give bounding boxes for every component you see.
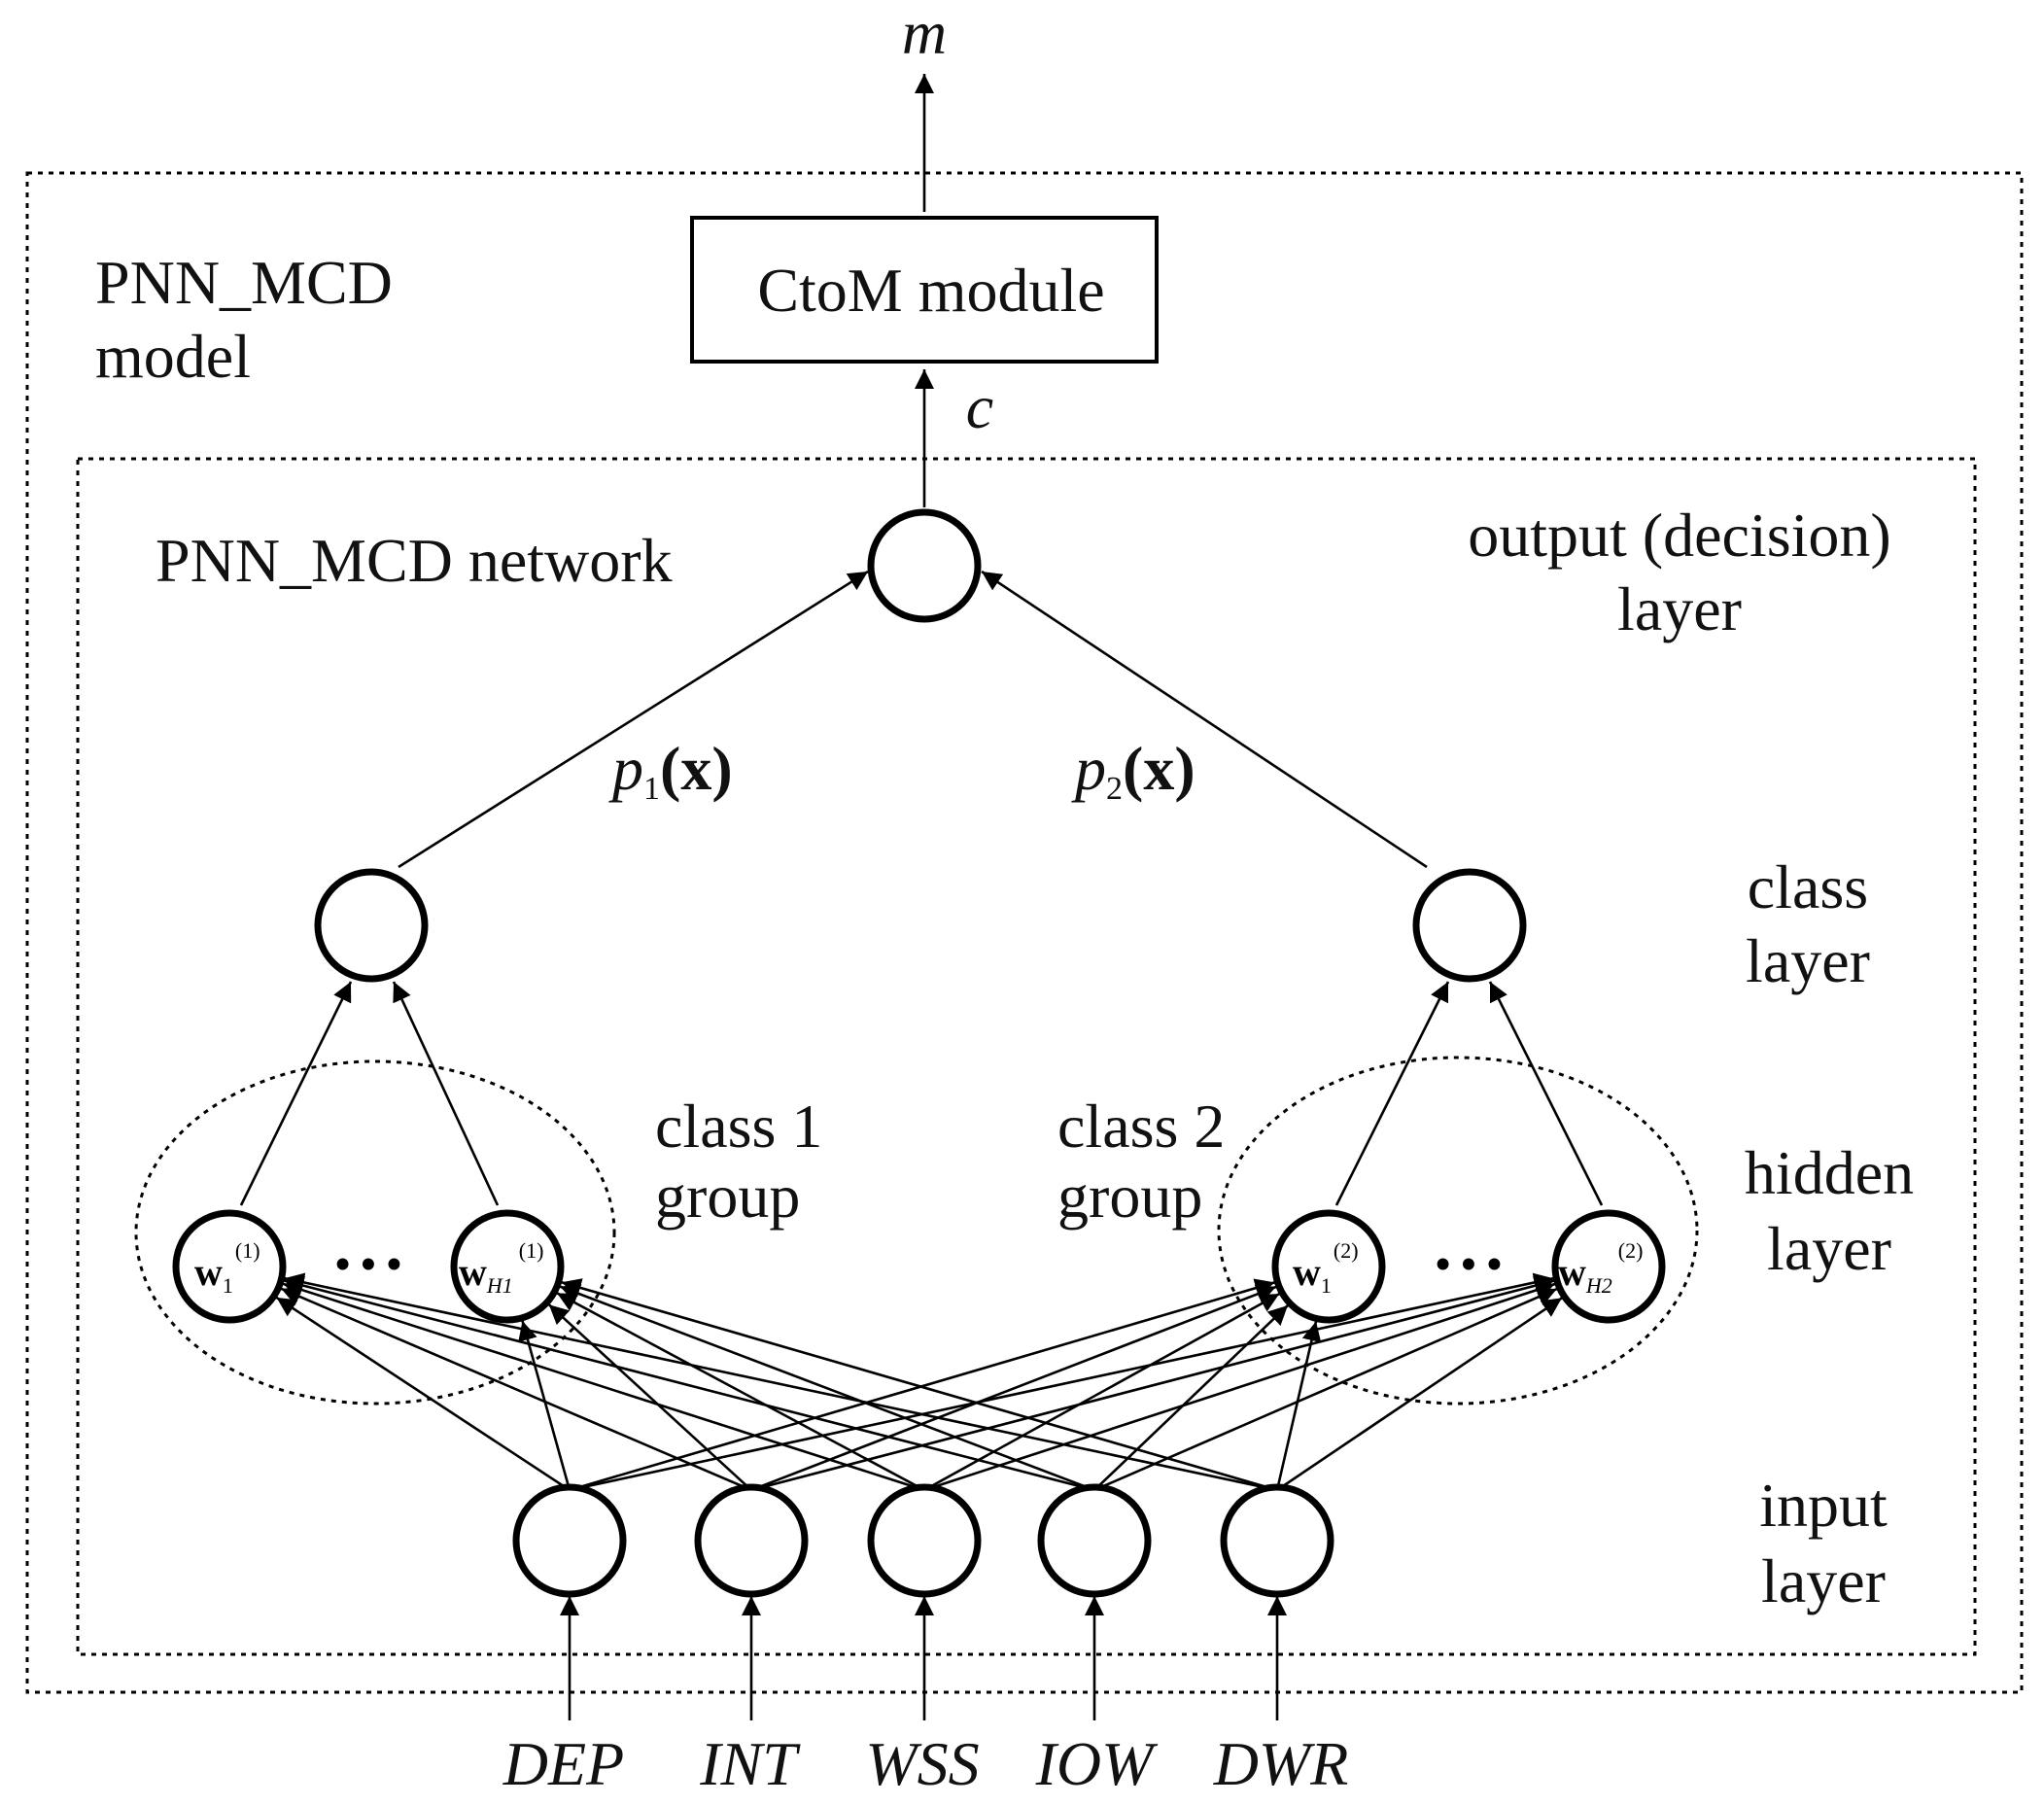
class2-group-label-line1: class 2 bbox=[1057, 1092, 1225, 1161]
edge-hH2-to-class2 bbox=[1488, 981, 1604, 1206]
edge-input1-to-hidden2 bbox=[518, 1320, 572, 1491]
edge-input3-to-hidden2 bbox=[556, 1292, 925, 1492]
hidden-node-w1-2 bbox=[1271, 1209, 1386, 1324]
hidden-layer-label-line1: hidden bbox=[1745, 1138, 1914, 1207]
edge-class2-to-output bbox=[981, 570, 1428, 869]
edge-input5-to-hidden3 bbox=[1275, 1321, 1322, 1491]
edge-input4-to-hidden3 bbox=[1093, 1304, 1289, 1491]
class-layer-label-line1: class bbox=[1748, 852, 1868, 921]
edge-input5-to-hidden2 bbox=[561, 1278, 1278, 1492]
input-node-iow bbox=[1037, 1483, 1152, 1598]
edge-input5-to-hidden4 bbox=[1276, 1297, 1563, 1492]
edge-input5-to-hidden1 bbox=[284, 1272, 1278, 1492]
input-label-wss: WSS bbox=[865, 1729, 979, 1798]
input-to-hidden-edges bbox=[275, 1272, 1563, 1492]
class2-ellipsis: • • • bbox=[1436, 1240, 1502, 1288]
class1-group-label-line1: class 1 bbox=[655, 1092, 822, 1161]
input-label-int: INT bbox=[699, 1729, 801, 1798]
input-node-int bbox=[694, 1483, 809, 1598]
model-title-line2: model bbox=[95, 322, 251, 391]
model-title-line1: PNN_MCD bbox=[95, 248, 393, 317]
network-boundary bbox=[76, 457, 1977, 1656]
hidden-label-w1-1: w1(1) bbox=[194, 1238, 260, 1298]
input-label-iow: IOW bbox=[1035, 1729, 1160, 1798]
hidden-layer-label-line2: layer bbox=[1767, 1214, 1891, 1283]
input-node-dwr bbox=[1220, 1483, 1334, 1598]
ctom-module-box bbox=[690, 216, 1159, 364]
class-layer-label-line2: layer bbox=[1746, 926, 1870, 995]
edge-input2-to-hidden4 bbox=[750, 1275, 1555, 1492]
edge-input3-to-hidden4 bbox=[923, 1280, 1556, 1492]
input-label-dep: DEP bbox=[502, 1729, 624, 1798]
edge-input3-to-hidden3 bbox=[923, 1292, 1280, 1492]
class1-node bbox=[314, 868, 429, 983]
class2-node bbox=[1412, 868, 1527, 983]
edge-input2-to-hidden3 bbox=[750, 1284, 1277, 1492]
class2-group-ellipse bbox=[1217, 1056, 1699, 1406]
input-label-dwr: DWR bbox=[1213, 1729, 1349, 1798]
edge-class1-to-output bbox=[398, 570, 869, 869]
network-title: PNN_MCD network bbox=[156, 526, 673, 595]
input-nodes bbox=[512, 1483, 1334, 1598]
edge-input1-to-hidden1 bbox=[275, 1296, 571, 1492]
edge-hH1-to-class1 bbox=[392, 981, 500, 1206]
edge-input4-to-hidden4 bbox=[1093, 1287, 1558, 1492]
input-node-dep bbox=[512, 1483, 627, 1598]
hidden-label-wH1-1: wH1(1) bbox=[459, 1238, 543, 1298]
edge-input4-to-hidden2 bbox=[559, 1284, 1095, 1492]
output-layer-label-line1: output (decision) bbox=[1468, 501, 1890, 570]
p1-label: p1(x) bbox=[608, 734, 733, 807]
output-layer-label-line2: layer bbox=[1617, 574, 1742, 643]
class1-ellipsis: • • • bbox=[335, 1240, 401, 1288]
p2-label: p2(x) bbox=[1071, 734, 1195, 807]
output-m-label: m bbox=[902, 0, 947, 67]
edge-input2-to-hidden2 bbox=[547, 1303, 752, 1491]
edge-input4-to-hidden1 bbox=[283, 1275, 1095, 1492]
edge-h11-to-class1 bbox=[239, 981, 353, 1206]
edge-input1-to-hidden4 bbox=[569, 1272, 1554, 1492]
class2-group-label-line2: group bbox=[1057, 1162, 1202, 1231]
model-boundary bbox=[25, 171, 2024, 1694]
input-node-wss bbox=[867, 1483, 982, 1598]
ctom-input-c-label: c bbox=[966, 372, 993, 441]
hidden-node-wH2-2 bbox=[1551, 1209, 1666, 1324]
hidden-node-w1-1 bbox=[172, 1209, 287, 1324]
class1-group-label-line2: group bbox=[655, 1162, 800, 1231]
hidden-label-w1-2: w1(2) bbox=[1293, 1238, 1359, 1298]
output-node bbox=[867, 508, 982, 623]
input-layer-label-line2: layer bbox=[1761, 1546, 1886, 1615]
input-layer-label-line1: input bbox=[1759, 1471, 1888, 1540]
hidden-label-wH2-2: wH2(2) bbox=[1558, 1238, 1643, 1298]
edge-input3-to-hidden1 bbox=[282, 1280, 925, 1492]
edge-input2-to-hidden1 bbox=[280, 1287, 752, 1492]
ctom-module-label: CtoM module bbox=[757, 256, 1104, 325]
hidden-node-wH1-1 bbox=[450, 1209, 565, 1324]
class1-group-ellipse bbox=[134, 1059, 616, 1406]
input-feature-arrows bbox=[560, 1596, 1287, 1720]
edge-h12-to-class2 bbox=[1334, 981, 1450, 1206]
